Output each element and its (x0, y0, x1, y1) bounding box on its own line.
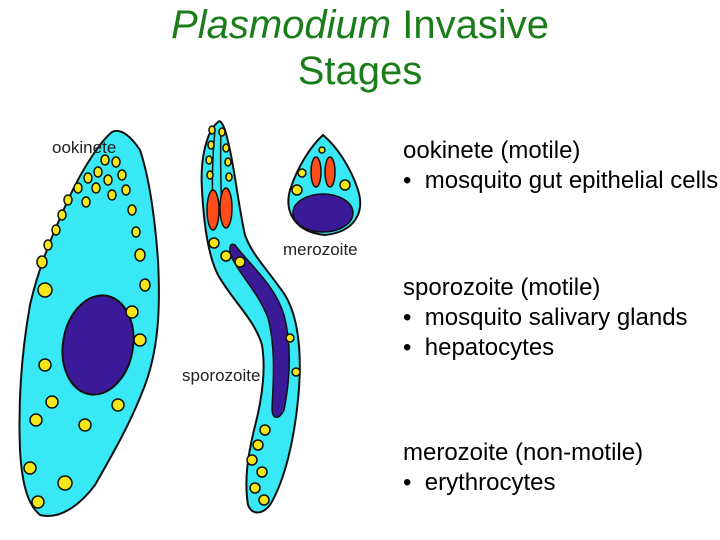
text-heading: sporozoite (motile) (403, 274, 601, 301)
slide-title: Plasmodium Invasive Stages (0, 2, 720, 94)
sporozoite-cell (200, 120, 301, 514)
label-sporozoite: sporozoite (182, 366, 261, 385)
text-bullet: • erythrocytes (403, 469, 556, 496)
ookinete-granules (23, 154, 151, 509)
sporozoite-nucleus (229, 243, 290, 418)
text-bullet: • hepatocytes (403, 334, 555, 361)
text-block-ookinete: ookinete (motile) • mosquito gut epithel… (403, 136, 718, 196)
merozoite-rhoptry (324, 156, 336, 188)
text-block-sporozoite: sporozoite (motile) • mosquito salivary … (403, 273, 688, 363)
sporozoite-granules (205, 125, 301, 506)
text-heading: ookinete (motile) (403, 137, 581, 164)
sporozoite-rhoptry (219, 187, 233, 229)
text-bullet: • mosquito gut epithelial cells (403, 167, 719, 194)
merozoite-rhoptry (310, 156, 322, 188)
merozoite-granules (291, 146, 351, 196)
ookinete-cell (18, 130, 160, 517)
ookinete-nucleus (61, 294, 135, 396)
label-ookinete: ookinete (52, 138, 117, 157)
text-bullet: • mosquito salivary glands (403, 304, 688, 331)
merozoite-cell (287, 133, 362, 237)
title-italic: Plasmodium (171, 3, 392, 47)
label-merozoite: merozoite (283, 240, 358, 259)
title-line2: Stages (297, 49, 423, 93)
text-heading: merozoite (non-motile) (403, 439, 644, 466)
title-rest: Invasive (391, 3, 549, 47)
text-block-merozoite: merozoite (non-motile) • erythrocytes (403, 438, 643, 498)
merozoite-nucleus (292, 193, 354, 233)
sporozoite-rhoptry (206, 189, 220, 231)
